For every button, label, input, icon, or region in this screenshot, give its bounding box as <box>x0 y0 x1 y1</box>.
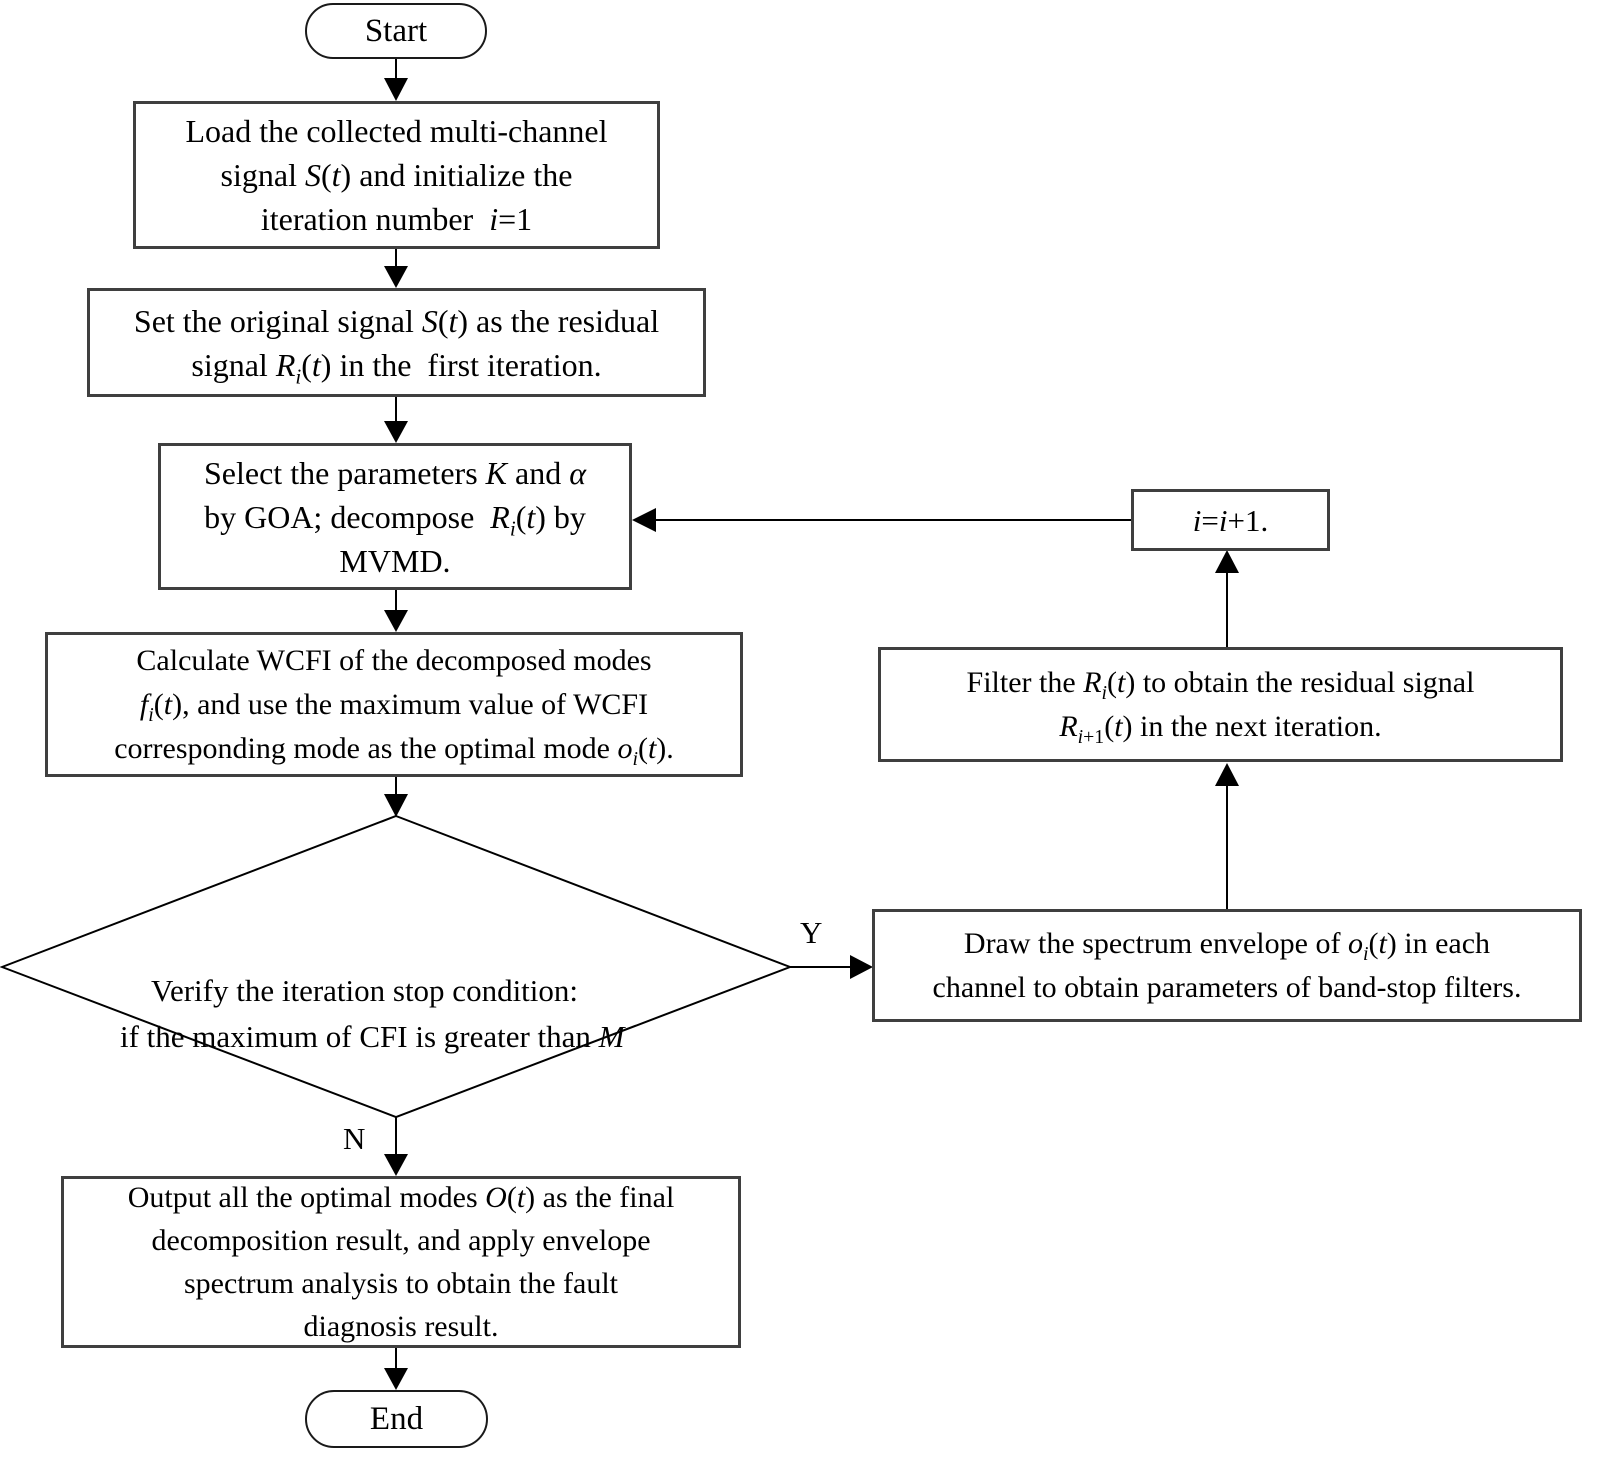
start-label: Start <box>364 12 428 49</box>
yes-edge-label: Y <box>800 915 823 950</box>
stop-condition-diamond: Verify the iteration stop condition:if t… <box>120 922 740 1106</box>
arrow-decision-yes <box>790 955 873 979</box>
output-modes-label: Output all the optimal modes O(t) as the… <box>127 1181 675 1343</box>
arrow-load-to-set <box>384 249 408 288</box>
no-edge-label: N <box>343 1121 366 1156</box>
arrow-draw-to-filter <box>1215 763 1239 909</box>
arrow-increment-to-select <box>632 508 1131 532</box>
increment-iteration-label: i=i+1. <box>1192 502 1269 538</box>
filter-residual-label: Filter the Ri(t) to obtain the residual … <box>966 665 1475 748</box>
increment-iteration-box: i=i+1. <box>1131 489 1330 551</box>
filter-residual-box: Filter the Ri(t) to obtain the residual … <box>878 647 1563 762</box>
arrow-set-to-select <box>384 397 408 443</box>
start-terminator: Start <box>305 3 487 59</box>
arrow-decision-no <box>384 1117 408 1176</box>
arrow-start-to-load <box>384 59 408 101</box>
end-terminator: End <box>305 1390 488 1448</box>
arrow-output-to-end <box>384 1348 408 1390</box>
set-residual-label: Set the original signal S(t) as the resi… <box>133 302 660 388</box>
arrow-filter-to-increment <box>1215 550 1239 647</box>
draw-spectrum-box: Draw the spectrum envelope of oi(t) in e… <box>872 909 1582 1022</box>
draw-spectrum-label: Draw the spectrum envelope of oi(t) in e… <box>932 926 1522 1004</box>
end-label: End <box>369 1400 424 1437</box>
arrow-select-to-calc <box>384 590 408 632</box>
arrow-calc-to-decision <box>384 777 408 817</box>
stop-condition-label: Verify the iteration stop condition:if t… <box>120 973 625 1054</box>
output-modes-box: Output all the optimal modes O(t) as the… <box>61 1176 741 1348</box>
set-residual-box: Set the original signal S(t) as the resi… <box>87 288 706 397</box>
